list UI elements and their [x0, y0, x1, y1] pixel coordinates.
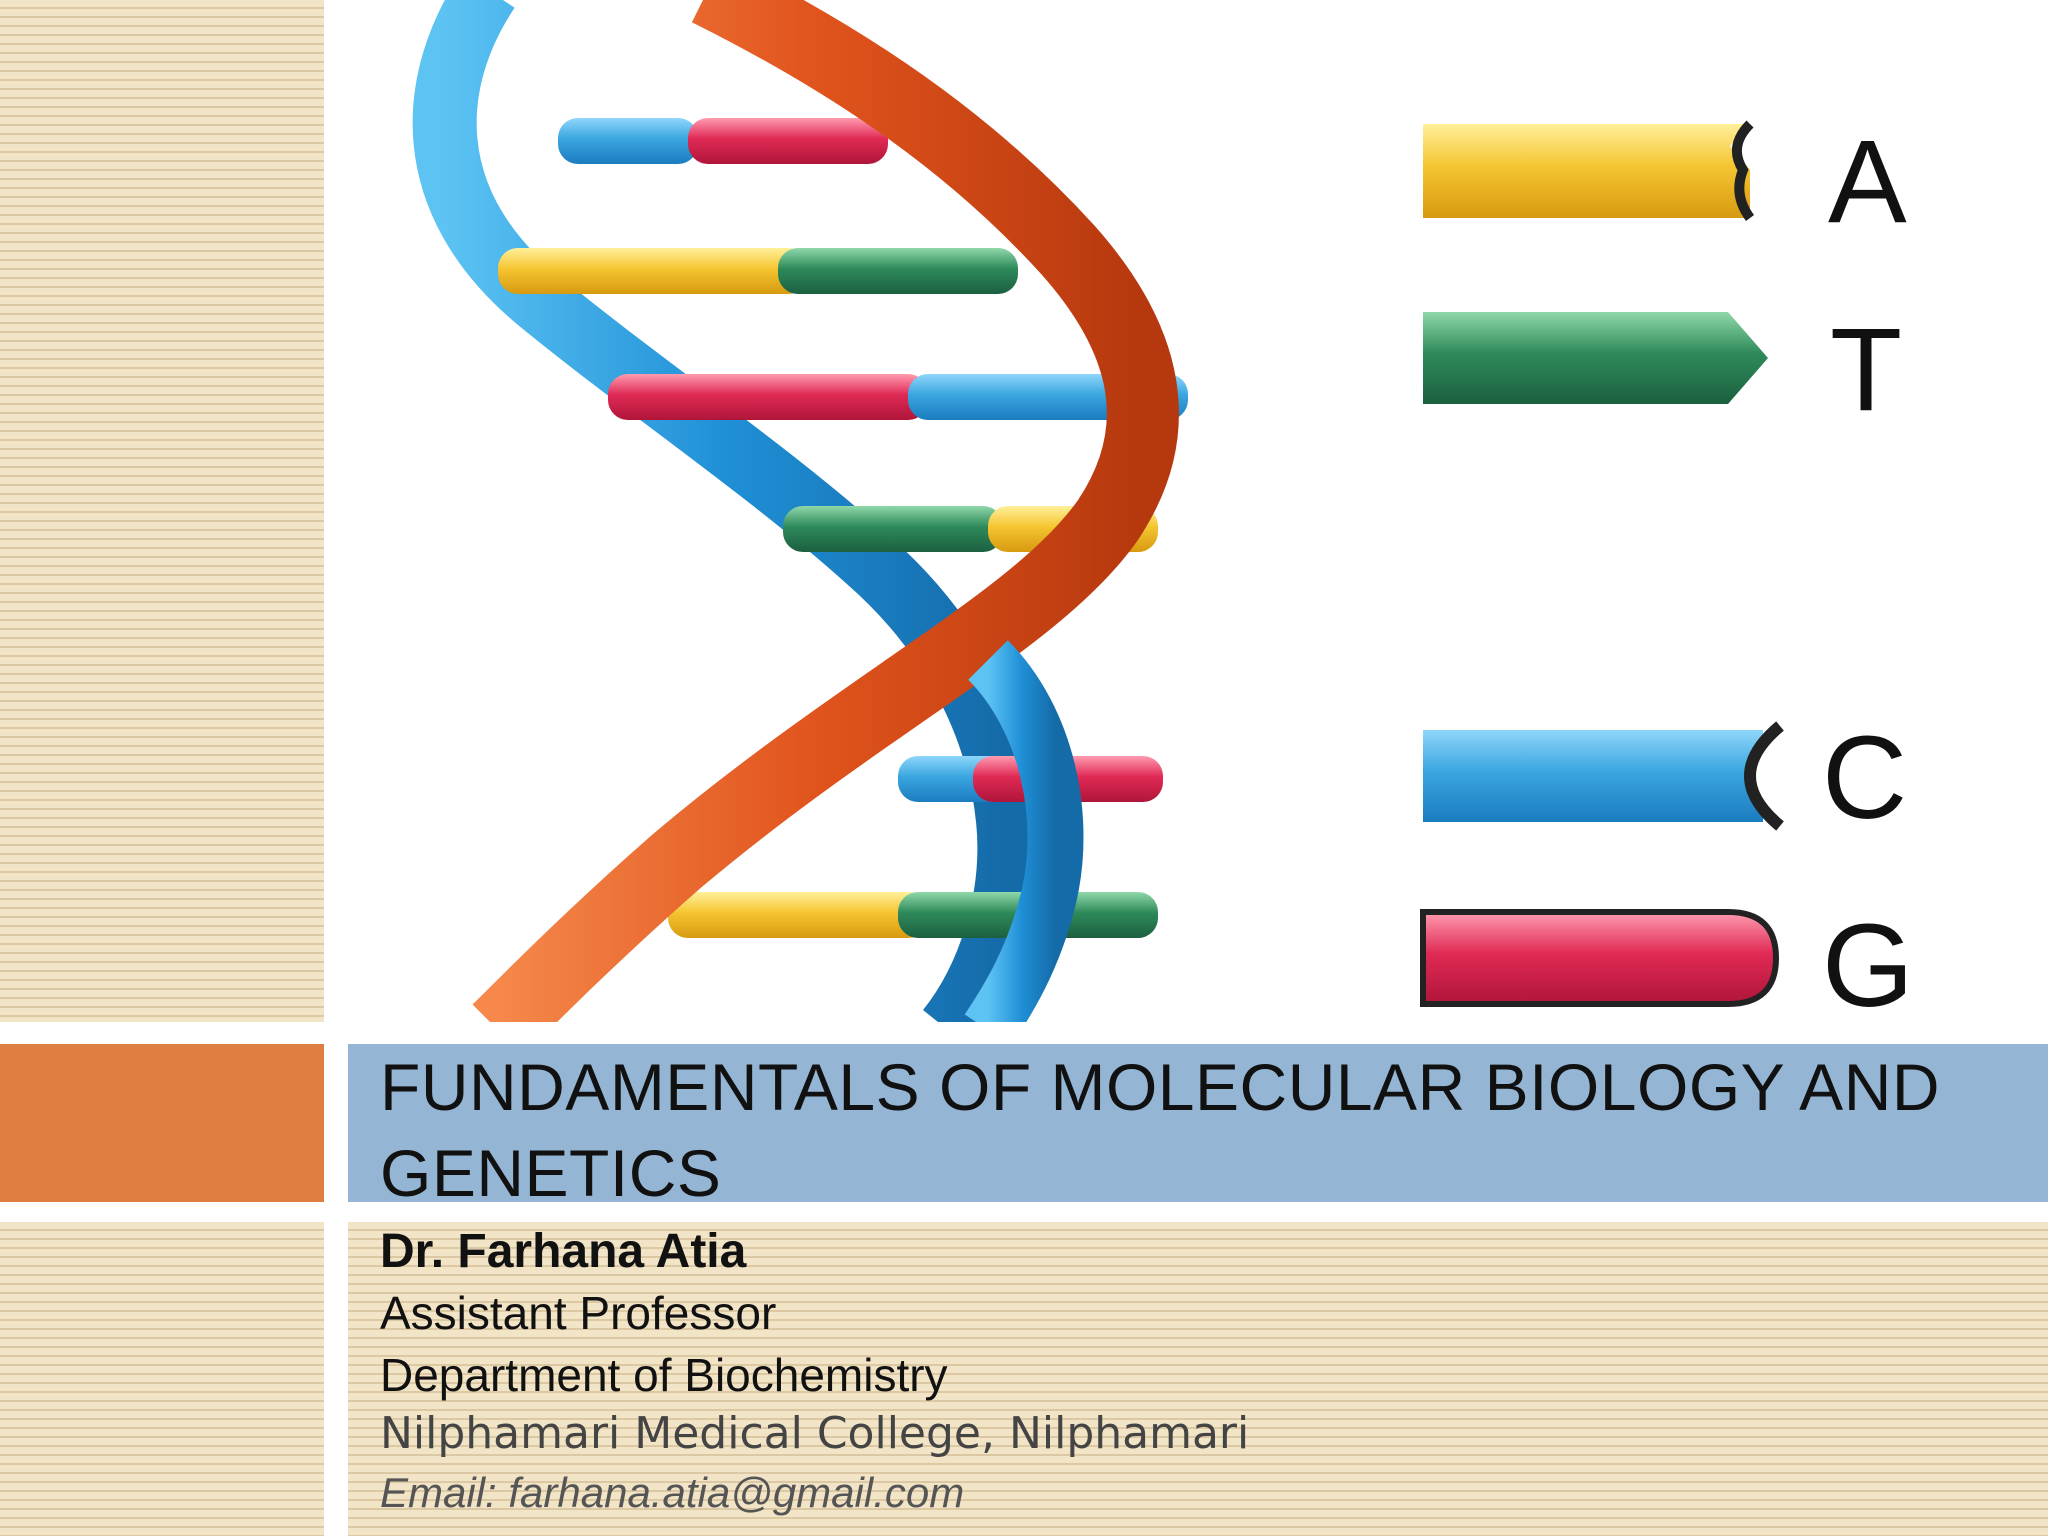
decorative-stripe-panel-bottom [0, 1222, 324, 1536]
legend-G: G [1420, 900, 1914, 1032]
decorative-stripe-panel-top [0, 0, 324, 1022]
author-college: Nilphamari Medical College, Nilphamari [380, 1408, 1250, 1459]
base-legend: A T C G [1420, 116, 1914, 1032]
helix-orange-strand [472, 0, 1179, 1056]
orange-accent-block [0, 1044, 324, 1202]
author-department: Department of Biochemistry [380, 1349, 948, 1401]
author-role: Assistant Professor [380, 1287, 777, 1339]
legend-label-c: C [1822, 712, 1907, 844]
legend-C: C [1423, 712, 1907, 844]
dna-illustration: A T C G [348, 0, 2048, 1056]
legend-label-t: T [1830, 304, 1902, 436]
author-info-panel: Dr. Farhana Atia Assistant Professor Dep… [348, 1222, 2048, 1536]
author-email: Email: farhana.atia@gmail.com [380, 1469, 965, 1516]
legend-T: T [1423, 304, 1902, 436]
legend-label-a: A [1828, 116, 1907, 248]
author-name: Dr. Farhana Atia [380, 1225, 747, 1278]
helix-blue-strand-lower [964, 640, 1084, 1046]
slide-title: FUNDAMENTALS OF MOLECULAR BIOLOGY AND GE… [380, 1050, 1941, 1210]
legend-A: A [1423, 116, 1907, 248]
title-band: FUNDAMENTALS OF MOLECULAR BIOLOGY AND GE… [348, 1044, 2048, 1210]
dna-helix-diagram: A T C G [412, 0, 1914, 1056]
legend-label-g: G [1822, 900, 1914, 1022]
